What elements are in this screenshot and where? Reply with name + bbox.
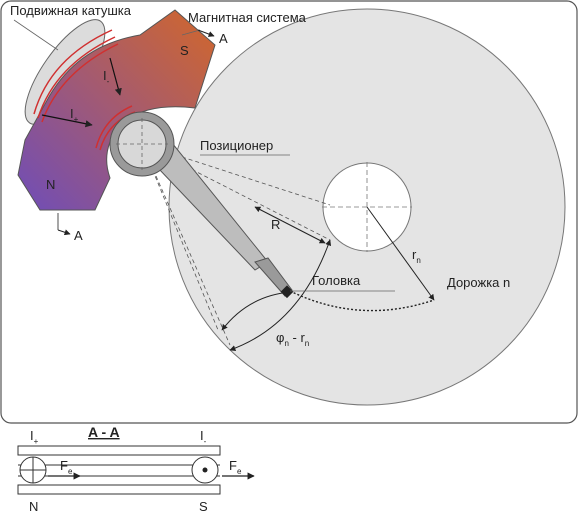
section-current-right-sign: - [204,437,207,446]
section-force-right: Fe [229,458,242,476]
construction-line-3 [141,143,231,346]
label-head: Головка [312,273,361,288]
label-magnet-system: Магнитная система [188,10,307,25]
label-angle: φn - rn [276,330,309,348]
angle-symbol: φ [276,330,284,345]
label-section-a-top: A [219,31,228,46]
label-current-upper: I- [103,68,110,86]
actuator-arm-tip [254,257,293,297]
magnet-system [17,9,216,211]
label-r: R [271,217,280,232]
section-a-a: A - A I+ I- Fe Fe N S [17,424,255,514]
section-a-arrow-bottom [57,229,71,236]
section-force-right-symbol: F [229,458,237,473]
angle-rest-subscript: n [305,339,309,348]
section-current-left-symbol: I [30,428,34,443]
label-track: Дорожка n [447,275,510,290]
label-pole-n: N [46,177,55,192]
section-force-right-subscript: e [237,467,242,476]
label-current-lower: I+ [70,106,79,124]
current-upper-sign: - [107,77,110,86]
current-arrow-lower [41,114,93,128]
track-radius-line [366,206,435,301]
current-arrow-upper [109,57,122,96]
track-radius-subscript: n [416,256,420,265]
leader-magnet-tick [181,29,201,36]
section-force-left: Fe [60,458,73,476]
section-bottom-plate [17,484,221,495]
section-force-left-symbol: F [60,458,68,473]
angle-subscript: n [284,339,288,348]
current-upper-symbol: I [103,68,107,83]
leader-moving-coil [13,19,59,51]
section-current-left: I+ [30,428,39,446]
angle-minus-r: - r [289,330,306,345]
section-pole-n: N [29,499,38,513]
coil-winding-5 [95,105,133,149]
current-lower-sign: + [74,115,79,124]
section-current-right: I- [200,428,207,446]
coil-winding-1 [37,36,116,119]
section-a-arrow-top [197,29,215,37]
r-dimension-arrow [254,206,326,244]
conductor-out-dot [202,467,208,473]
section-title: A - A [88,424,120,440]
coil-winding-3 [41,43,119,123]
label-pole-s: S [180,43,189,58]
label-track-radius: rn [412,247,421,265]
current-lower-symbol: I [70,106,74,121]
construction-line-4 [141,143,219,331]
section-current-left-sign: + [34,437,39,446]
coil-winding-2 [33,29,113,115]
section-force-left-subscript: e [68,467,73,476]
label-section-a-bottom: A [74,228,83,243]
track-radius-symbol: r [412,247,417,262]
angle-arc-outer [229,239,332,352]
section-current-right-symbol: I [200,428,204,443]
label-positioner: Позиционер [200,138,273,153]
section-pole-s: S [199,499,208,513]
label-moving-coil: Подвижная катушка [10,3,132,18]
read-write-head [280,285,294,299]
section-top-plate [17,445,221,456]
construction-line-2 [141,143,331,206]
